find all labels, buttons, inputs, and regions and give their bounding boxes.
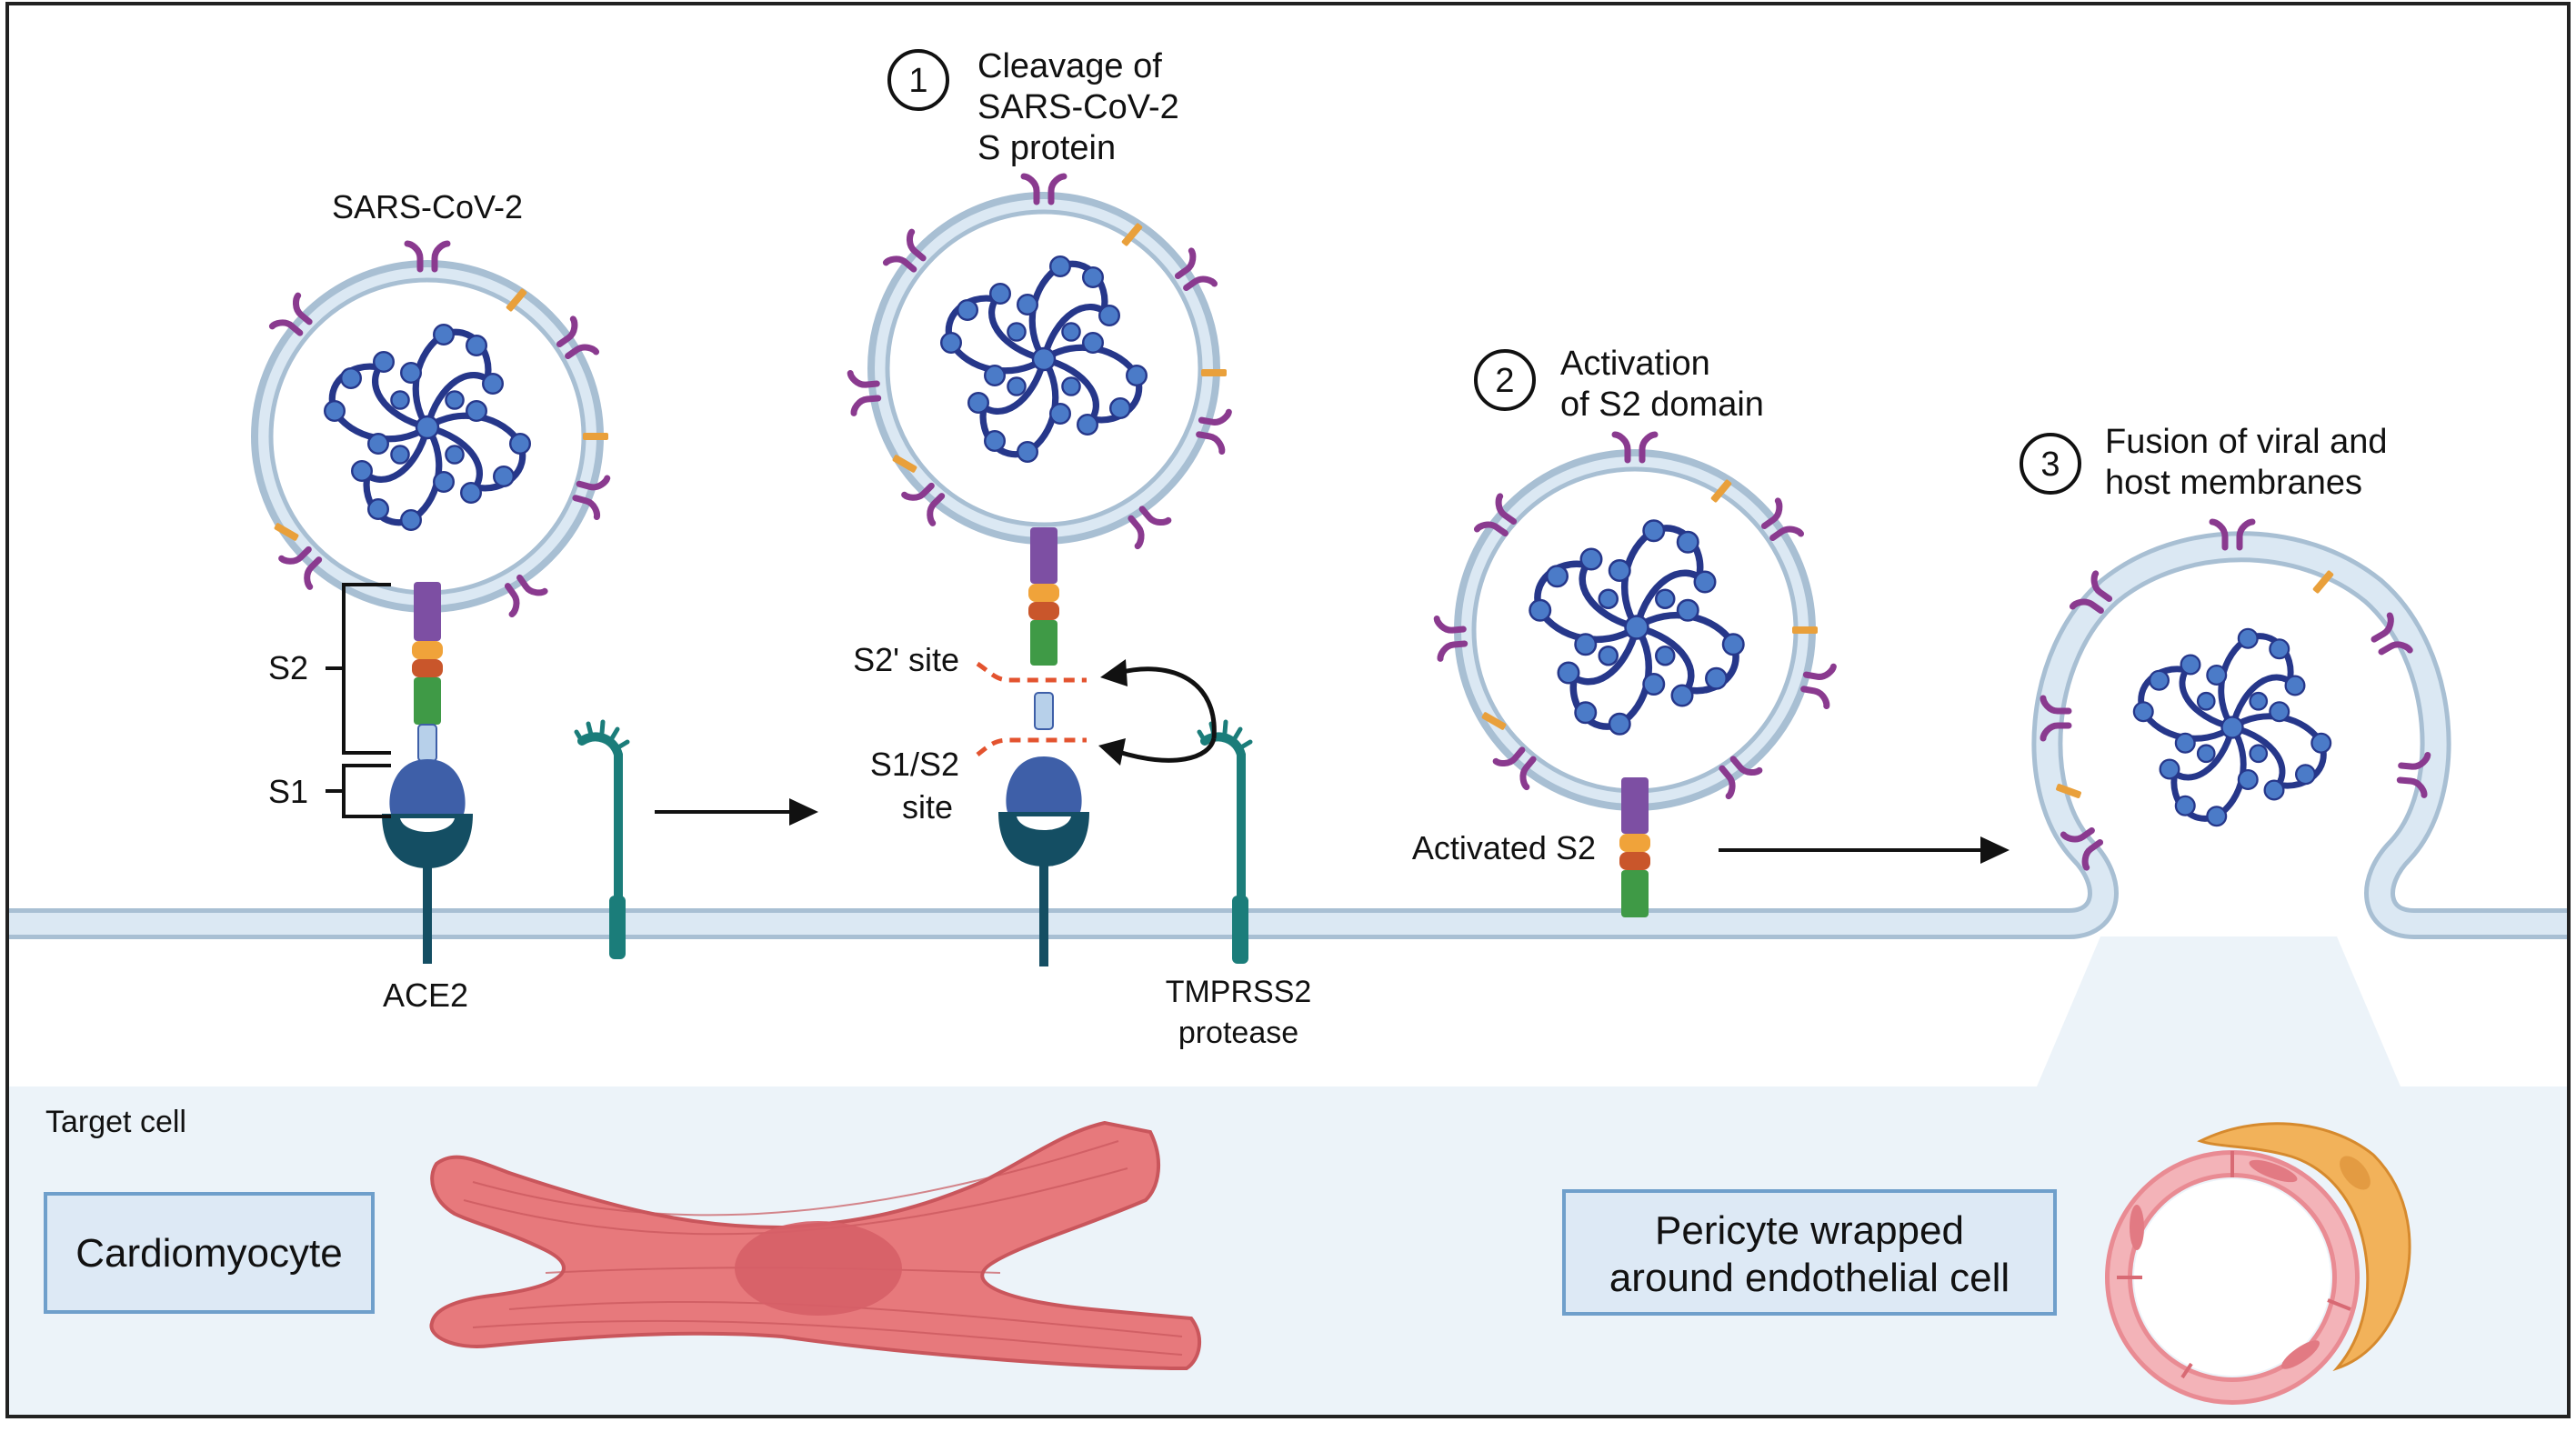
virus-particle-3 <box>1437 435 1833 811</box>
step-1-line2: SARS-CoV-2 <box>977 88 1179 126</box>
step-3-number: 3 <box>2040 446 2060 484</box>
target-cell-label: Target cell <box>45 1105 186 1139</box>
cardiomyocyte-label-box <box>44 1192 375 1314</box>
pericyte-label-line1: Pericyte wrapped <box>1655 1208 1964 1253</box>
pericyte-label-line2: around endothelial cell <box>1609 1256 2010 1300</box>
tmprss2-protease-2 <box>1197 719 1253 964</box>
protease-action-arrows <box>1098 659 1217 766</box>
arrow-step-2 <box>1719 836 2010 864</box>
cardiomyocyte-cell <box>429 1120 1202 1371</box>
step-2-line1: Activation <box>1560 345 1710 383</box>
step-2-line2: of S2 domain <box>1560 386 1764 424</box>
s2-label: S2 <box>268 649 308 686</box>
s2-prime-site-label: S2' site <box>853 641 959 678</box>
ace2-receptor-1 <box>382 814 473 964</box>
virus-label: SARS-CoV-2 <box>332 188 523 225</box>
step-1-line3: S protein <box>977 129 1116 167</box>
activated-s2-spike <box>1619 777 1650 917</box>
tmprss2-protease-1 <box>574 719 630 959</box>
s1s2-site-label-line2: site <box>902 788 953 826</box>
fusion-cytoplasm <box>2037 936 2401 1086</box>
pericyte-label-box <box>1562 1189 2057 1316</box>
spike-protein-1 <box>389 582 466 814</box>
ace2-receptor-2 <box>998 812 1089 966</box>
virus-particle-1 <box>251 244 608 615</box>
spike-protein-2 <box>1006 527 1082 812</box>
cardiomyocyte-label: Cardiomyocyte <box>75 1231 342 1276</box>
step-1-line1: Cleavage of <box>977 47 1162 85</box>
step-3-line2: host membranes <box>2105 464 2362 502</box>
domain-brackets <box>326 583 391 818</box>
tmprss2-label-line1: TMPRSS2 <box>1166 975 1312 1009</box>
arrow-step-1 <box>655 798 818 826</box>
step-2-number: 2 <box>1495 362 1514 400</box>
virus-particle-2 <box>850 176 1228 546</box>
activated-s2-label: Activated S2 <box>1412 829 1596 866</box>
ace2-label: ACE2 <box>383 976 468 1014</box>
step-3-badge <box>2020 433 2081 495</box>
cleavage-sites <box>976 661 1087 756</box>
s1-label: S1 <box>268 773 308 810</box>
step-1-badge <box>887 49 949 111</box>
step-3-line1: Fusion of viral and <box>2105 423 2388 461</box>
step-1-number: 1 <box>908 62 927 100</box>
tmprss2-label-line2: protease <box>1178 1016 1298 1050</box>
pericyte-endothelial-vessel <box>2105 1122 2411 1405</box>
s1s2-site-label-line1: S1/S2 <box>870 746 959 783</box>
step-2-badge <box>1474 349 1536 411</box>
